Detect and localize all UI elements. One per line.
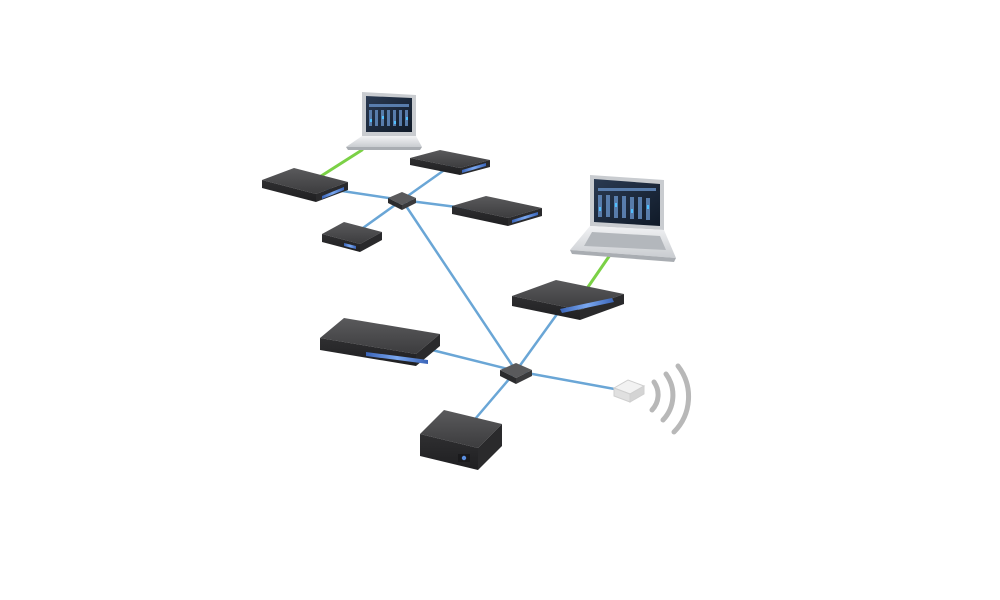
rack-unit-2-icon [410,150,490,175]
rack-unit-1-icon [262,168,348,202]
link-switch-lower-to-wireless-access-point [514,369,622,392]
wireless-access-point-icon [612,379,646,403]
switch-upper-icon [388,192,416,210]
switch-lower-icon [500,363,532,384]
laptop-right-icon [570,175,676,262]
link-switch-upper-to-switch-lower [400,198,518,373]
box-device-icon [420,410,502,470]
rack-unit-4-icon [320,318,440,366]
link-switch-upper-to-rack-unit-2 [400,164,452,202]
small-box-1-icon [322,222,382,252]
link-switch-lower-to-rack-unit-4 [430,348,518,373]
rack-unit-3-icon [452,196,542,226]
rack-unit-5-icon [512,280,624,320]
link-laptop-top-to-rack-unit-1 [316,148,364,180]
laptop-top-icon [346,92,422,150]
link-laptop-right-to-rack-unit-5 [586,253,612,289]
wifi-waves-icon [649,363,692,435]
link-switch-lower-to-rack-unit-5 [514,308,562,373]
